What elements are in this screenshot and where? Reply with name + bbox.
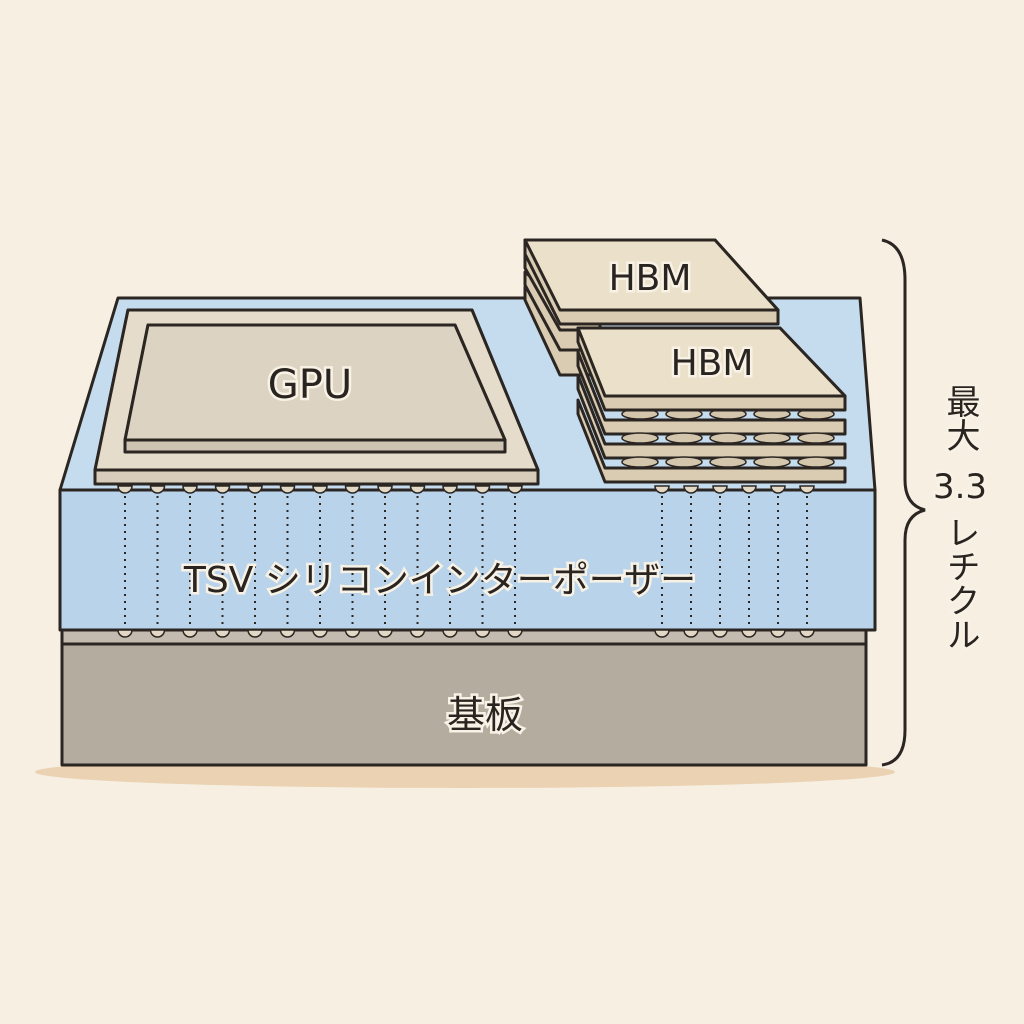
micro-bump xyxy=(683,629,699,638)
micro-bump xyxy=(770,485,786,494)
micro-bump xyxy=(712,629,728,638)
micro-bump xyxy=(654,485,670,494)
hbm-back-label: HBM xyxy=(609,258,692,299)
substrate: 基板 xyxy=(60,628,868,767)
micro-bump xyxy=(247,629,263,638)
micro-bump xyxy=(474,629,491,638)
gpu-label: GPU xyxy=(268,362,352,408)
micro-bump xyxy=(770,629,786,638)
micro-bump xyxy=(474,485,491,494)
hbm-bump xyxy=(797,456,835,468)
micro-bump xyxy=(117,629,133,638)
size-brace xyxy=(881,238,926,767)
micro-bump xyxy=(654,629,670,638)
micro-bump xyxy=(214,629,231,638)
hbm-front-label: HBM xyxy=(671,343,754,384)
micro-bump xyxy=(279,629,296,638)
hbm-bump xyxy=(709,432,747,444)
substrate-label: 基板 xyxy=(447,693,523,737)
micro-bump xyxy=(312,629,328,638)
hbm-bump xyxy=(797,432,835,444)
micro-bump xyxy=(149,629,166,638)
hbm-bump xyxy=(709,456,747,468)
micro-bump xyxy=(507,629,523,638)
micro-bump xyxy=(409,485,426,494)
micro-bump xyxy=(442,485,458,494)
micro-bump xyxy=(117,485,133,494)
micro-bump xyxy=(799,485,815,494)
size-annotation: 最大 3.3 レチクル xyxy=(930,382,989,654)
hbm-bump xyxy=(753,456,791,468)
interposer-label: TSV シリコンインターポーザー xyxy=(183,560,696,601)
micro-bump xyxy=(442,629,458,638)
micro-bumps xyxy=(117,485,815,638)
hbm-stack-front: HBM xyxy=(576,326,847,484)
micro-bump xyxy=(344,485,361,494)
micro-bump xyxy=(344,629,361,638)
micro-bump xyxy=(799,629,815,638)
hbm-bump xyxy=(665,456,703,468)
micro-bump xyxy=(741,629,757,638)
size-label-value: 3.3 xyxy=(933,467,987,507)
micro-bump xyxy=(149,485,166,494)
micro-bump xyxy=(182,629,198,638)
micro-bump xyxy=(409,629,426,638)
micro-bump xyxy=(247,485,263,494)
micro-bump xyxy=(683,485,699,494)
hbm-bump xyxy=(621,456,659,468)
micro-bump xyxy=(377,485,393,494)
size-label-max: 最大 xyxy=(940,384,980,452)
hbm-bump xyxy=(753,432,791,444)
size-label-reticle: レチクル xyxy=(940,515,980,651)
micro-bump xyxy=(182,485,198,494)
hbm-bump xyxy=(621,432,659,444)
micro-bump xyxy=(214,485,231,494)
micro-bump xyxy=(312,485,328,494)
hbm-bump xyxy=(665,432,703,444)
micro-bump xyxy=(712,485,728,494)
micro-bump xyxy=(507,485,523,494)
micro-bump xyxy=(377,629,393,638)
micro-bump xyxy=(741,485,757,494)
gpu-die: GPU xyxy=(93,308,540,486)
micro-bump xyxy=(279,485,296,494)
